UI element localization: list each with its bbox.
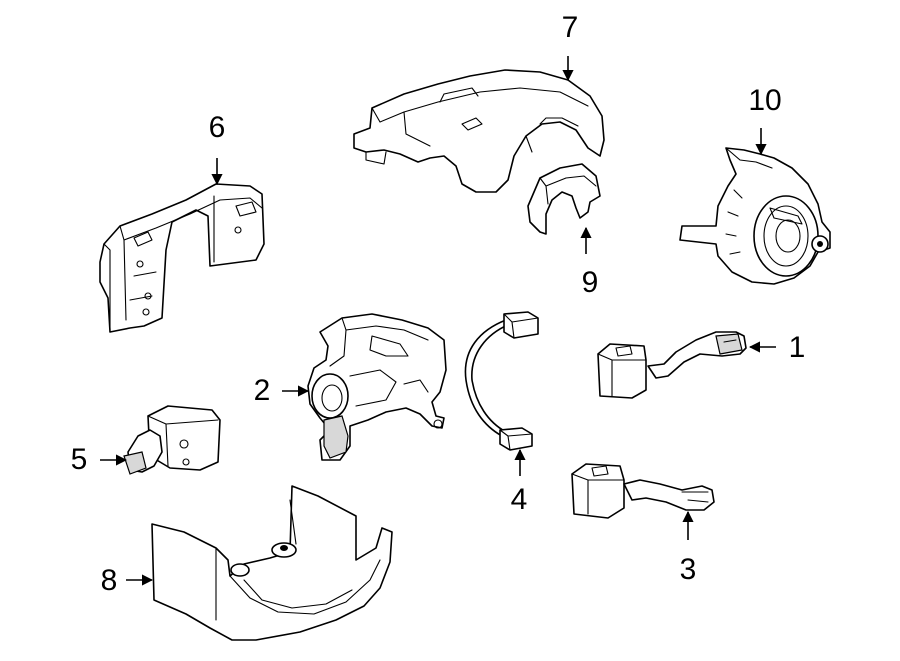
callout-1: 1 — [788, 331, 806, 364]
callout-10: 10 — [748, 84, 782, 117]
callout-6: 6 — [208, 111, 226, 144]
wiper-switch-part — [597, 331, 747, 399]
callout-4: 4 — [510, 483, 528, 516]
ignition-housing-part — [307, 313, 447, 461]
callout-7: 7 — [561, 11, 579, 44]
headlamp-switch-part — [123, 405, 221, 475]
callout-5: 5 — [70, 443, 88, 476]
shroud-bracket-part — [527, 163, 601, 235]
callout-2: 2 — [253, 374, 271, 407]
lower-shroud-part — [151, 485, 393, 641]
turn-signal-switch-part — [571, 463, 715, 519]
callout-8: 8 — [100, 564, 118, 597]
column-bracket-part — [99, 183, 265, 333]
upper-shroud-part — [353, 69, 605, 193]
callout-9: 9 — [581, 266, 599, 299]
wire-harness-part — [464, 311, 539, 451]
clockspring-part — [679, 147, 831, 285]
leader-arrows — [100, 56, 776, 586]
callout-3: 3 — [679, 553, 697, 586]
